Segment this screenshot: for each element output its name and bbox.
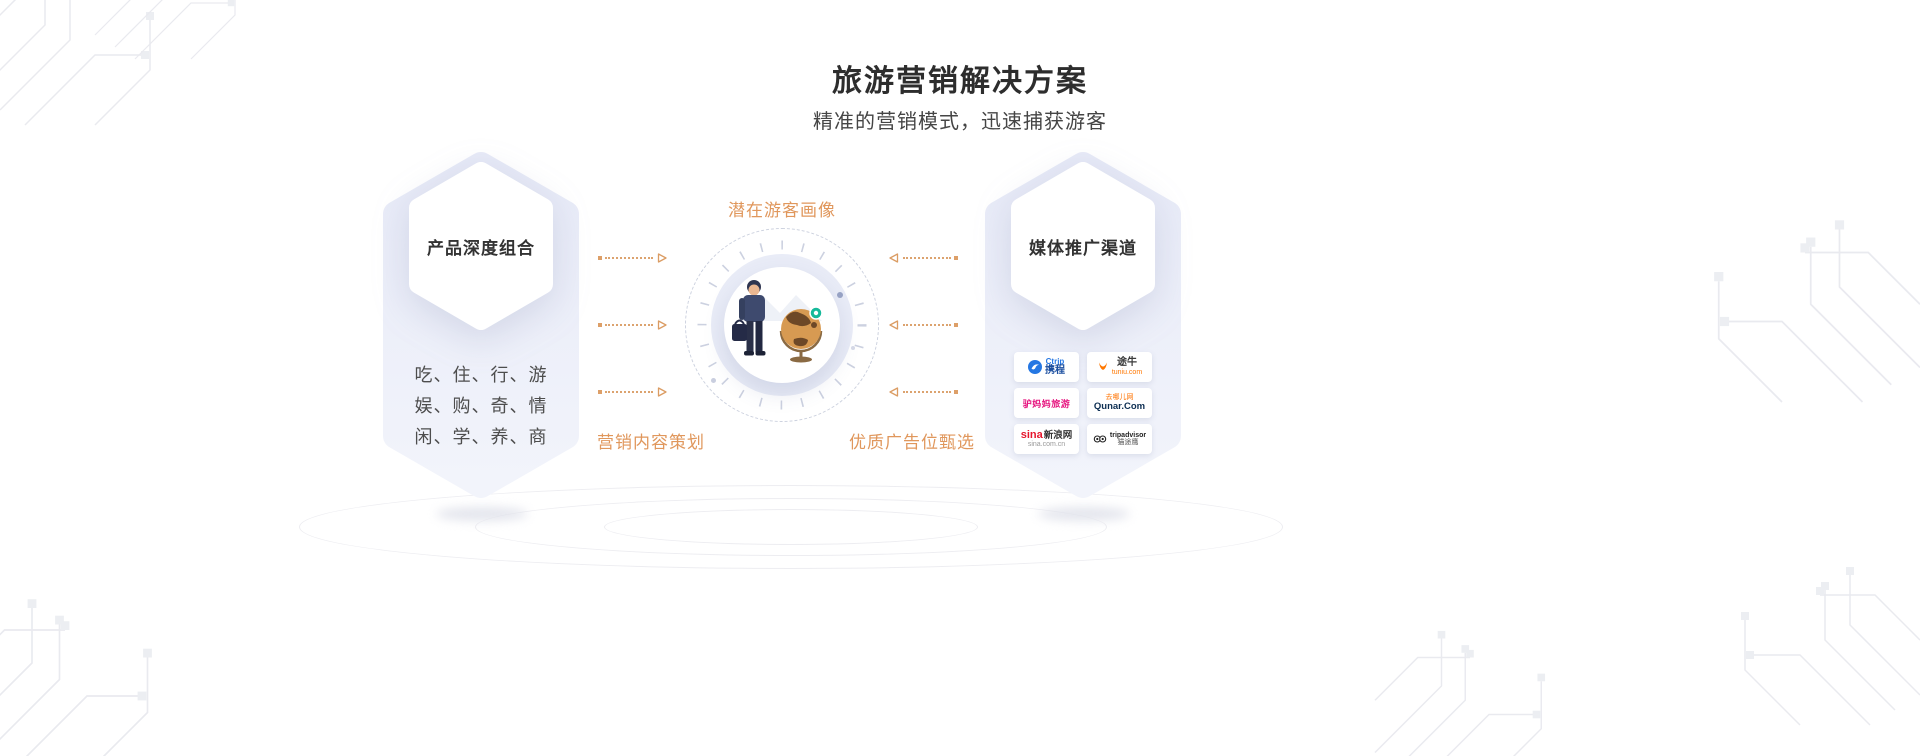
decorative-dot [851,346,855,350]
tourist-portrait-dial [685,228,879,422]
globe-stand-arc [779,330,823,353]
traveler-jacket [743,295,765,322]
arrow-left [888,252,958,264]
logo-qunar: 去哪儿网 Qunar.Com [1087,388,1152,418]
white-hexagon-shape [1011,162,1155,330]
logo-sina-cn-text: 新浪网 [1043,429,1073,441]
card-title-hexagon: 产品深度组合 [409,162,553,330]
product-combination-list: 吃、住、行、游 娱、购、奇、情 闲、学、养、商 [383,360,579,453]
logo-lvmama-text: 驴妈妈旅游 [1022,398,1071,409]
logo-tuniu-subtext: tuniu.com [1111,368,1143,376]
page-title: 旅游营销解决方案 [832,65,1088,98]
decorative-dot [711,378,716,383]
traveler-illustration-circle [724,267,840,383]
page-subtitle: 精准的营销模式，迅速捕获游客 [813,111,1107,133]
traveler-with-globe-illustration [732,280,823,363]
top-label: 潜在游客画像 [728,201,836,220]
right-arrow-group [888,252,958,453]
logo-tripadvisor: tripadvisor 猫途鹰 [1087,424,1152,454]
arrow-left [888,386,958,398]
list-line: 吃、住、行、游 [414,365,548,385]
arrow-right-icon [657,320,667,330]
right-card-title: 媒体推广渠道 [1029,238,1137,258]
left-card-shadow [436,507,528,521]
logo-sina-subtext: sina.com.cn [1027,441,1066,449]
list-line: 闲、学、养、商 [414,427,548,447]
arrow-left-icon [889,253,899,263]
arrow-right [598,252,668,264]
logo-tuniu: 途牛 tuniu.com [1087,352,1152,382]
arrow-right-icon [657,253,667,263]
decorative-dot [837,292,843,298]
arrow-left [888,319,958,331]
logo-tripadvisor-text: tripadvisor [1109,431,1147,439]
ground-ring-inner [604,509,978,545]
logo-qunar-subtext: 去哪儿网 [1105,394,1134,402]
list-line: 娱、购、奇、情 [414,396,548,416]
left-arrow-group [598,252,668,453]
logo-qunar-text: Qunar.Com [1093,400,1146,412]
dashed-outer-circle [685,228,879,422]
arrow-right [598,386,668,398]
logo-sina-text: sina [1020,428,1043,441]
luggage-bag [732,324,747,341]
tripadvisor-owl-icon [1093,435,1107,443]
left-card-title: 产品深度组合 [427,238,535,258]
logo-tripadvisor-subtext: 猫途鹰 [1117,439,1139,446]
arrow-right [598,319,668,331]
card-title-hexagon: 媒体推广渠道 [1011,162,1155,330]
logo-ctrip: Ctrip 携程 [1014,352,1079,382]
logo-ctrip-subtext: 携程 [1045,364,1065,376]
bottom-left-label: 营销内容策划 [597,433,705,452]
arrow-left-icon [889,320,899,330]
ground-ring-outer [299,485,1283,569]
white-hexagon-shape [409,162,553,330]
tuniu-logo-icon [1098,362,1107,370]
media-channels-card: 媒体推广渠道 Ctrip 携程 途牛 tuniu.com [985,152,1181,498]
arrow-left-icon [889,387,899,397]
product-combination-card: 产品深度组合 吃、住、行、游 娱、购、奇、情 闲、学、养、商 [383,152,579,498]
media-logo-grid: Ctrip 携程 途牛 tuniu.com 驴妈妈旅游 去哪儿网 Qu [1014,352,1152,454]
logo-sina: sina 新浪网 sina.com.cn [1014,424,1079,454]
bottom-right-label: 优质广告位甄选 [849,433,975,452]
logo-tuniu-text: 途牛 [1116,357,1137,369]
logo-lvmama: 驴妈妈旅游 [1014,388,1079,418]
arrow-right-icon [657,387,667,397]
logo-ctrip-text: Ctrip [1045,356,1065,366]
ground-ring-middle [475,498,1107,556]
right-card-shadow [1038,507,1130,521]
ctrip-logo-icon [1028,360,1042,374]
